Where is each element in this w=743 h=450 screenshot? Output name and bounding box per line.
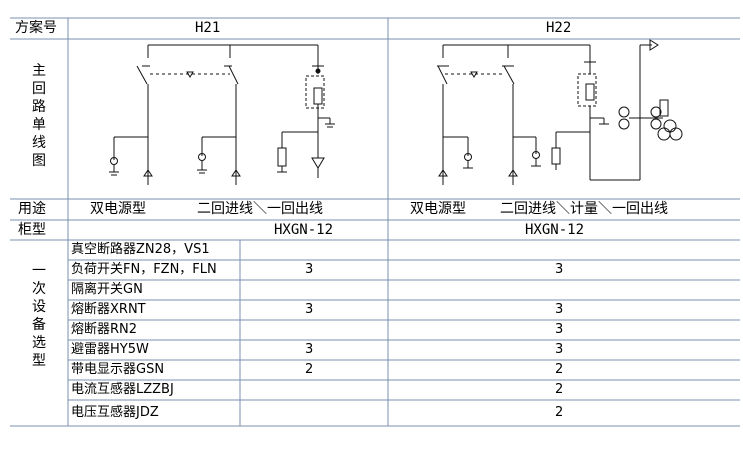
equipment-h22-qty-5: 3 bbox=[555, 342, 564, 357]
equipment-name-2: 隔离开关GN bbox=[71, 282, 143, 297]
equipment-h22-qty-8: 2 bbox=[555, 405, 564, 420]
equipment-h22-qty-7: 2 bbox=[555, 382, 564, 397]
h21-use-desc: 二回进线＼一回出线 bbox=[197, 201, 323, 217]
equipment-name-4: 熔断器RN2 bbox=[71, 322, 138, 337]
equipment-h22-qty-1: 3 bbox=[555, 262, 564, 277]
equipment-h21-qty-6: 2 bbox=[305, 362, 314, 377]
equipment-name-3: 熔断器XRNT bbox=[71, 302, 146, 317]
equipment-row-label: 一次设备选型 bbox=[32, 263, 46, 369]
equipment-name-0: 真空断路器ZN28，VS1 bbox=[71, 242, 210, 257]
cabinet-row-label: 柜型 bbox=[18, 222, 46, 238]
equipment-h21-qty-3: 3 bbox=[305, 302, 314, 317]
h21-cabinet-type: HXGN-12 bbox=[274, 222, 334, 238]
equipment-name-7: 电流互感器LZZBJ bbox=[71, 382, 174, 397]
equipment-name-1: 负荷开关FN，FZN，FLN bbox=[71, 262, 217, 277]
equipment-h22-qty-4: 3 bbox=[555, 322, 564, 337]
equipment-name-5: 避雷器HY5W bbox=[71, 342, 149, 357]
h21-use-type: 双电源型 bbox=[90, 201, 146, 217]
equipment-name-6: 带电显示器GSN bbox=[71, 362, 165, 377]
equipment-h21-qty-5: 3 bbox=[305, 342, 314, 357]
diagram-row-label: 主回路单线图 bbox=[32, 63, 46, 169]
use-row-label: 用途 bbox=[18, 201, 46, 217]
equipment-name-8: 电压互感器JDZ bbox=[71, 405, 159, 420]
equipment-h22-qty-6: 2 bbox=[555, 362, 564, 377]
h22-cabinet-type: HXGN-12 bbox=[525, 222, 585, 238]
h22-use-type: 双电源型 bbox=[410, 201, 466, 217]
equipment-h22-qty-3: 3 bbox=[555, 302, 564, 317]
header-scheme-label: 方案号 bbox=[15, 20, 57, 36]
h22-use-desc: 二回进线＼计量＼一回出线 bbox=[500, 201, 668, 217]
scheme-h22-label: H22 bbox=[546, 20, 572, 36]
scheme-h21-label: H21 bbox=[195, 20, 221, 36]
equipment-h21-qty-1: 3 bbox=[305, 262, 314, 277]
